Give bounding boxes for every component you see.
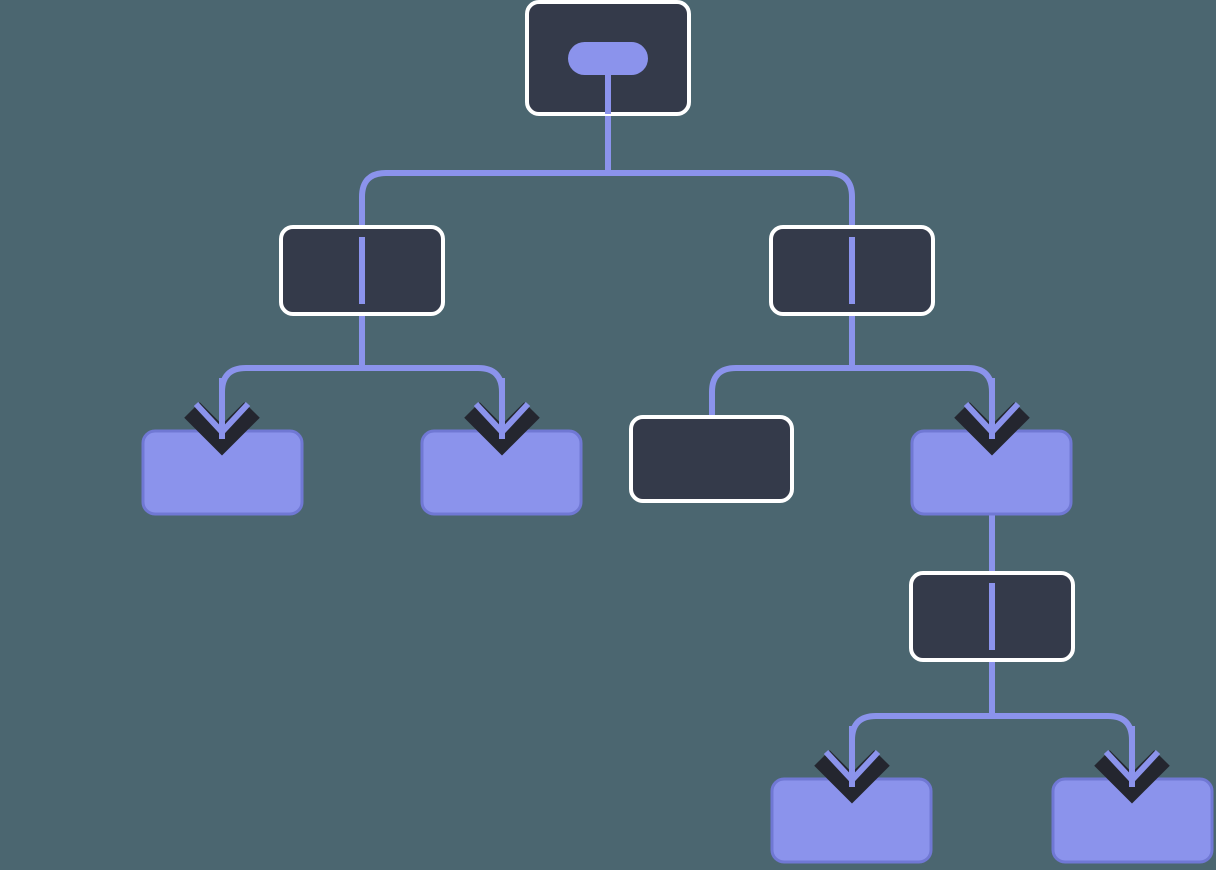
edge-level1-left-to-leaf-b-arrowhead [464,402,540,456]
level3-dark-node-through-line [989,583,995,650]
empty-dark-node-box[interactable] [629,415,794,503]
root-pill-marker [568,42,648,75]
edges-overlay-layer [193,378,1161,787]
edge-level3-to-leaf-c-arrowhead [814,750,890,804]
level1-right-node-through-line [849,237,855,304]
edge-level3-to-leaf-d-tip-wings [1103,749,1161,783]
edge-level1-right-to-empty-node[interactable] [709,314,855,417]
edge-root-to-level1-left[interactable] [359,114,612,227]
edge-level1-left-to-leaf-b-tip-wings [473,401,531,435]
edge-level1-left-to-leaf-a-tip-wings [193,401,251,435]
arrowheads-layer [184,402,1170,804]
edge-root-to-level1-right[interactable] [605,114,855,227]
empty-dark-node[interactable] [629,415,794,503]
level3-dark-node[interactable] [909,571,1075,662]
edge-level1-right-to-branch-node-tip-wings [963,401,1021,435]
edge-level3-to-leaf-c-tip-wings [823,749,881,783]
edge-level1-left-to-leaf-a-arrowhead [184,402,260,456]
root-node[interactable] [525,0,691,116]
edge-level3-to-leaf-d-arrowhead [1094,750,1170,804]
edge-level1-right-to-branch-node-arrowhead [954,402,1030,456]
root-pill-stem [605,75,611,114]
level1-left-node-through-line [359,237,365,304]
nodes-layer [141,0,1214,864]
level1-left-node[interactable] [279,225,445,316]
level1-right-node[interactable] [769,225,935,316]
